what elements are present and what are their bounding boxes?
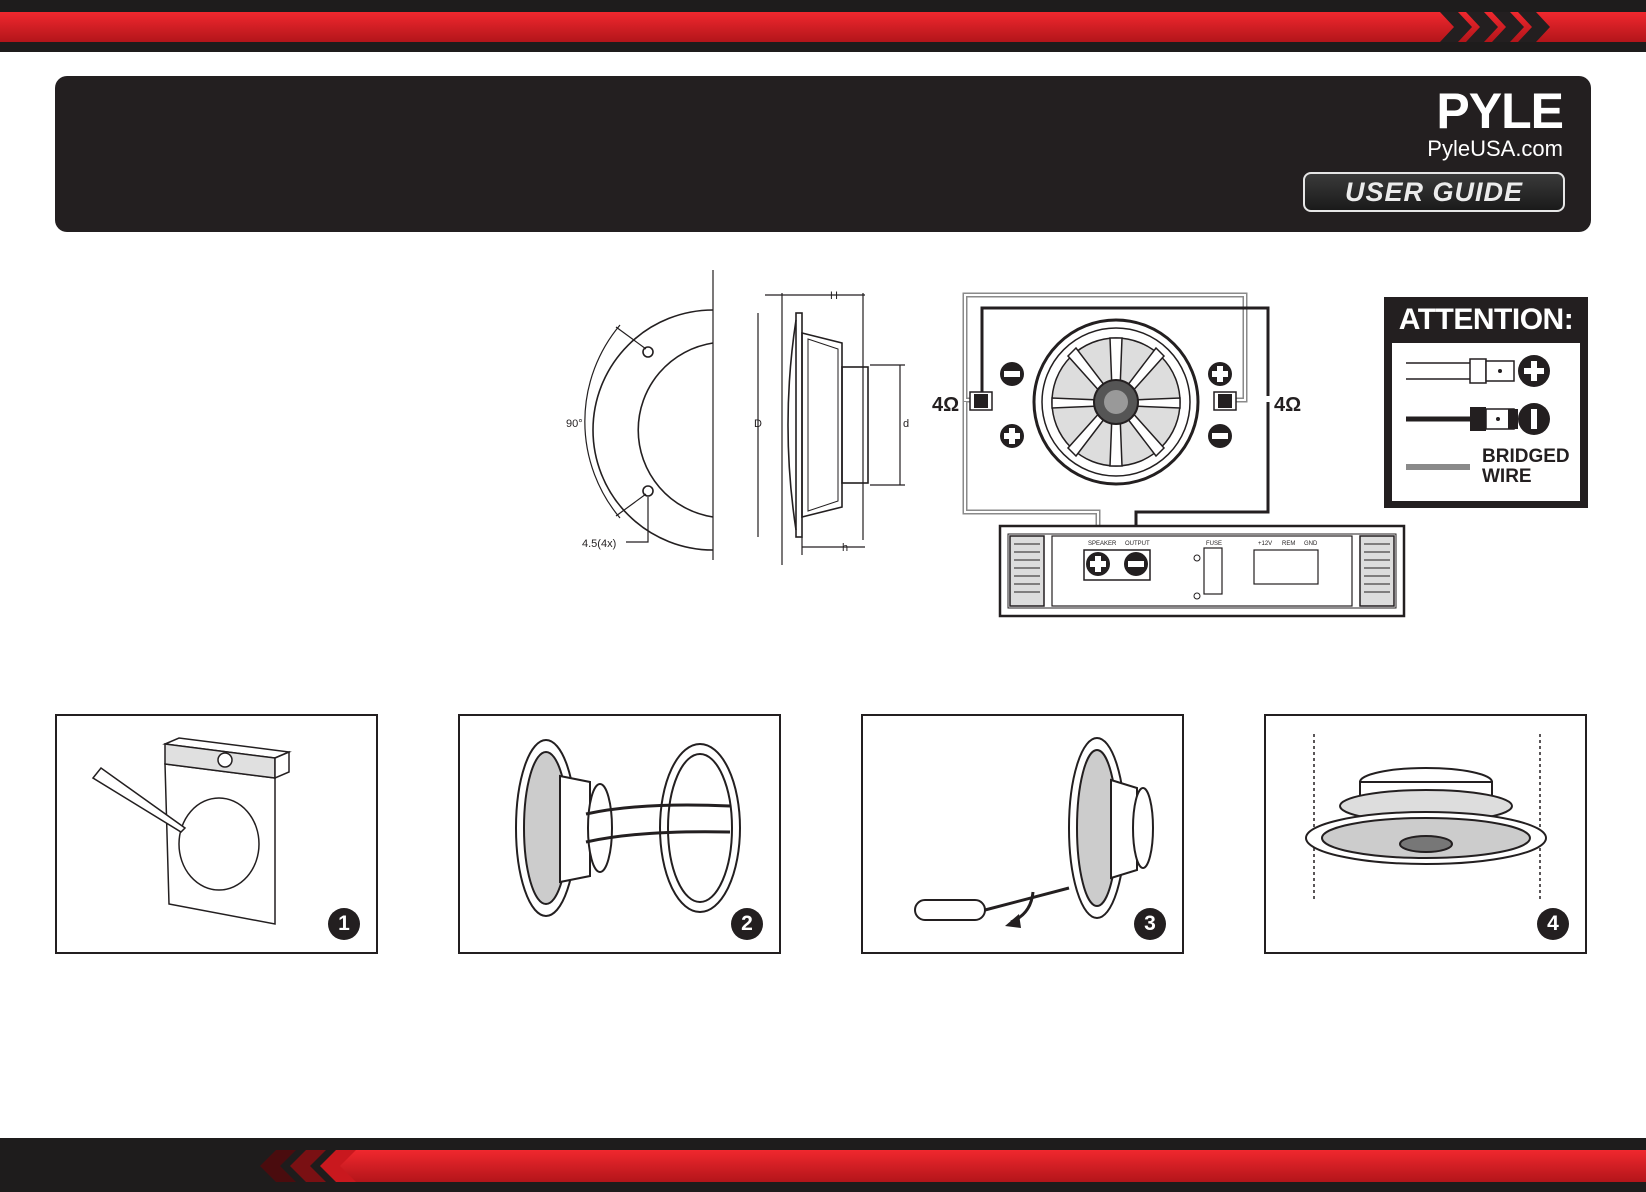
step-number-1: 1 [328, 908, 360, 940]
step-3-screwdriver-illustration [863, 716, 1182, 952]
step-panel-2: 2 [458, 714, 781, 954]
plus-icon [1000, 424, 1024, 448]
step-panel-3: 3 [861, 714, 1184, 954]
plus-icon [1208, 362, 1232, 386]
step-1-template-cutout-illustration [57, 716, 376, 952]
hole-label: 4.5(4x) [582, 538, 616, 550]
dimension-D-label: D [754, 418, 762, 430]
attention-legend: ATTENTION: [1384, 297, 1588, 508]
minus-icon [1000, 362, 1024, 386]
amp-label-output: OUTPUT [1125, 541, 1150, 547]
plus-icon [1518, 355, 1550, 387]
step-4-mounted-speaker-illustration [1266, 716, 1585, 952]
dimension-h-label: h [842, 542, 848, 554]
user-guide-badge: USER GUIDE [1303, 172, 1565, 212]
amplifier-illustration [1000, 526, 1404, 616]
attention-legend-body: BRIDGED WIRE [1392, 343, 1580, 501]
flange-outer [593, 310, 713, 550]
left-speaker-terminal [970, 392, 992, 410]
impedance-left-label: 4Ω [932, 394, 959, 417]
rotate-arrow-icon [1011, 892, 1033, 922]
minus-icon [1518, 403, 1550, 435]
top-banner-stripe [0, 0, 1646, 52]
amp-label-12v: +12V [1258, 541, 1272, 547]
amp-label-rem: REM [1282, 541, 1295, 547]
bridged-label-line2: WIRE [1482, 467, 1570, 487]
dimension-d-label: d [903, 418, 909, 430]
negative-wire-legend [1406, 407, 1518, 431]
header-panel: PYLE PyleUSA.com USER GUIDE [55, 76, 1591, 232]
step-panel-4: 4 [1264, 714, 1587, 954]
minus-icon [1124, 552, 1148, 576]
bottom-banner-stripe [0, 1138, 1646, 1192]
brand-website: PyleUSA.com [1427, 138, 1563, 160]
dimension-H-label: H [830, 290, 838, 302]
amp-label-fuse: FUSE [1206, 541, 1222, 547]
step-number-4: 4 [1537, 908, 1569, 940]
bridged-wire-label: BRIDGED WIRE [1482, 447, 1570, 487]
step-2-speaker-insert-illustration [460, 716, 779, 952]
positive-wire-legend [1406, 359, 1514, 383]
amp-label-gnd: GND [1304, 541, 1318, 547]
angle-label: 90° [566, 418, 583, 430]
right-speaker-terminal [1214, 392, 1236, 410]
flange-inner [638, 343, 713, 517]
speaker-dimension-drawing: 90° 4.5(4x) H D d h [560, 265, 920, 565]
bridged-label-line1: BRIDGED [1482, 447, 1570, 467]
step-number-2: 2 [731, 908, 763, 940]
brand-logo: PYLE [1436, 86, 1563, 136]
amp-label-speaker: SPEAKER [1088, 541, 1117, 547]
coaxial-speaker-illustration [1034, 320, 1198, 484]
plus-icon [1086, 552, 1110, 576]
minus-icon [1208, 424, 1232, 448]
angle-arc [585, 325, 620, 518]
step-number-3: 3 [1134, 908, 1166, 940]
attention-title: ATTENTION: [1384, 303, 1588, 337]
wiring-diagram: SPEAKER OUTPUT FUSE +12V REM GND [960, 290, 1410, 630]
step-panel-1: 1 [55, 714, 378, 954]
